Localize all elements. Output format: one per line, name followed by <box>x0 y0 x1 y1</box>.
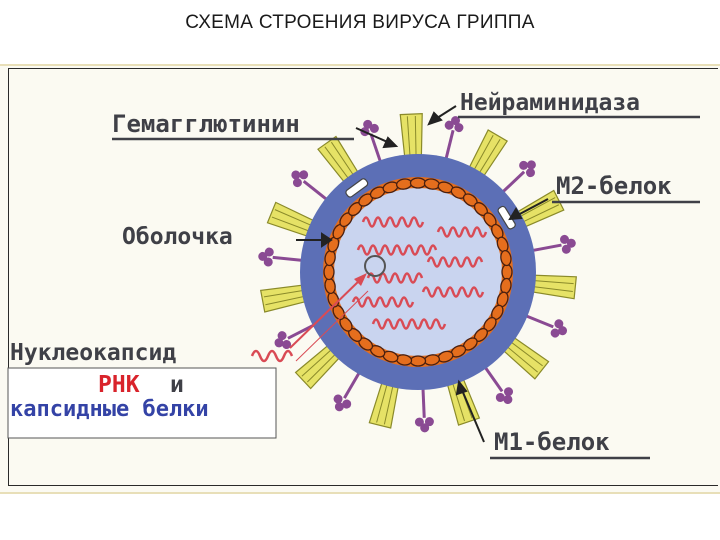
inner-core <box>334 188 502 356</box>
nucleocapsid-label: Нуклеокапсид <box>10 340 176 366</box>
trimer-line <box>265 295 306 306</box>
neuraminidase-head <box>274 338 284 348</box>
neuraminidase-head <box>264 247 274 257</box>
trimer-line <box>263 289 305 298</box>
rna-strand <box>421 286 485 298</box>
figure-frame <box>8 68 718 486</box>
neuraminidase-head <box>503 395 513 405</box>
trimer-line <box>521 204 560 223</box>
neuraminidase-head <box>519 160 529 170</box>
neuraminidase-head <box>504 387 514 397</box>
neuraminidase-head <box>333 394 343 404</box>
trimer-line <box>324 146 350 181</box>
slide-title: СХЕМА СТРОЕНИЯ ВИРУСА ГРИППА <box>185 12 535 33</box>
neuraminidase-head <box>277 331 287 341</box>
rna-strand <box>371 318 447 330</box>
rna-capsid-label-box <box>7 367 277 439</box>
rna-strand <box>356 244 438 256</box>
trimer-line <box>518 197 556 218</box>
trimer-line <box>376 382 388 423</box>
rna-strand <box>351 296 415 308</box>
trimer-line <box>451 381 466 422</box>
trimer-line <box>274 209 313 227</box>
trimer-line <box>509 340 543 367</box>
neuraminidase-head <box>292 178 302 188</box>
hemagglutinin-spike <box>525 274 577 300</box>
m2-protein-channels <box>345 178 516 230</box>
m2-channel <box>345 178 369 198</box>
m1-bead <box>501 263 513 281</box>
neuraminidase-head <box>554 319 564 329</box>
neuraminidase-head <box>291 170 301 180</box>
rna-strand <box>366 272 424 284</box>
neuraminidase-head <box>561 244 571 254</box>
neuraminidase-spike <box>496 160 536 198</box>
virus-figure: Гемагглютинин Нейраминидаза M2-белок Обо… <box>0 64 720 494</box>
m1-bead <box>409 355 427 367</box>
hemagglutinin-label: Гемагглютинин <box>112 110 300 138</box>
m1-protein-label: M1-белок <box>494 428 610 456</box>
neuraminidase-head <box>420 423 430 433</box>
m1-protein-beads <box>323 177 513 367</box>
neuraminidase-head <box>282 340 292 350</box>
neuraminidase-head <box>451 116 461 126</box>
trimer-line <box>301 348 333 377</box>
neuraminidase-head <box>560 234 570 244</box>
rna-squiggle-icon <box>250 349 294 363</box>
neuraminidase-label: Нейраминидаза <box>460 90 640 116</box>
trimer-line <box>271 216 311 232</box>
m1-bead <box>323 263 335 281</box>
neuraminidase-head <box>414 417 424 427</box>
trimer-line <box>478 139 501 175</box>
and-label: и <box>170 372 184 398</box>
neuraminidase-head <box>258 251 268 261</box>
neuraminidase-head <box>263 257 273 267</box>
trimer-line <box>306 352 337 383</box>
trimer-line <box>406 116 411 158</box>
neuraminidase-head <box>369 123 379 133</box>
rna-strand <box>436 226 488 238</box>
m1-bead <box>409 177 427 189</box>
neuraminidase-head <box>566 238 576 248</box>
neuraminidase-head <box>526 160 536 170</box>
neuraminidase-spike <box>414 381 434 433</box>
nucleocapsid-arrow <box>289 273 369 362</box>
neuraminidase-head <box>525 168 535 178</box>
rna-label: РНК <box>98 372 140 398</box>
neuraminidase-head <box>444 120 454 130</box>
rna-strands <box>351 216 488 330</box>
neuraminidase-head <box>550 328 560 338</box>
neuraminidase-head <box>424 417 434 427</box>
envelope-label: Оболочка <box>122 224 233 250</box>
m1-bead <box>500 249 512 267</box>
influenza-virus-diagram: Гемагглютинин Нейраминидаза M2-белок Обо… <box>7 90 700 460</box>
m2-channel <box>497 205 516 230</box>
m2-protein-label: M2-белок <box>556 172 672 200</box>
neuraminidase-spike <box>442 116 464 166</box>
trimer-line <box>532 285 573 293</box>
nucleocapsid-marker <box>364 255 386 277</box>
neuraminidase-head <box>363 119 373 129</box>
neuraminidase-head <box>558 326 568 336</box>
trimer-line <box>414 115 417 157</box>
neuraminidase-spike <box>525 234 576 254</box>
trimer-line <box>532 279 574 285</box>
pointer-arrows <box>296 105 549 443</box>
neuraminidase-head <box>454 123 464 133</box>
trimer-line <box>472 135 494 172</box>
neuraminidase-head <box>334 402 344 412</box>
rna-strand <box>361 216 425 228</box>
rna-strand <box>426 256 484 268</box>
trimer-line <box>505 345 538 373</box>
hemagglutinin-spike <box>294 340 345 390</box>
neuraminidase-head <box>342 399 352 409</box>
neuraminidase-head <box>299 170 309 180</box>
trimer-line <box>330 141 355 177</box>
neuraminidase-head <box>495 392 505 402</box>
capsid-proteins-label: капсидные белки <box>10 397 209 422</box>
trimer-line <box>383 384 394 425</box>
